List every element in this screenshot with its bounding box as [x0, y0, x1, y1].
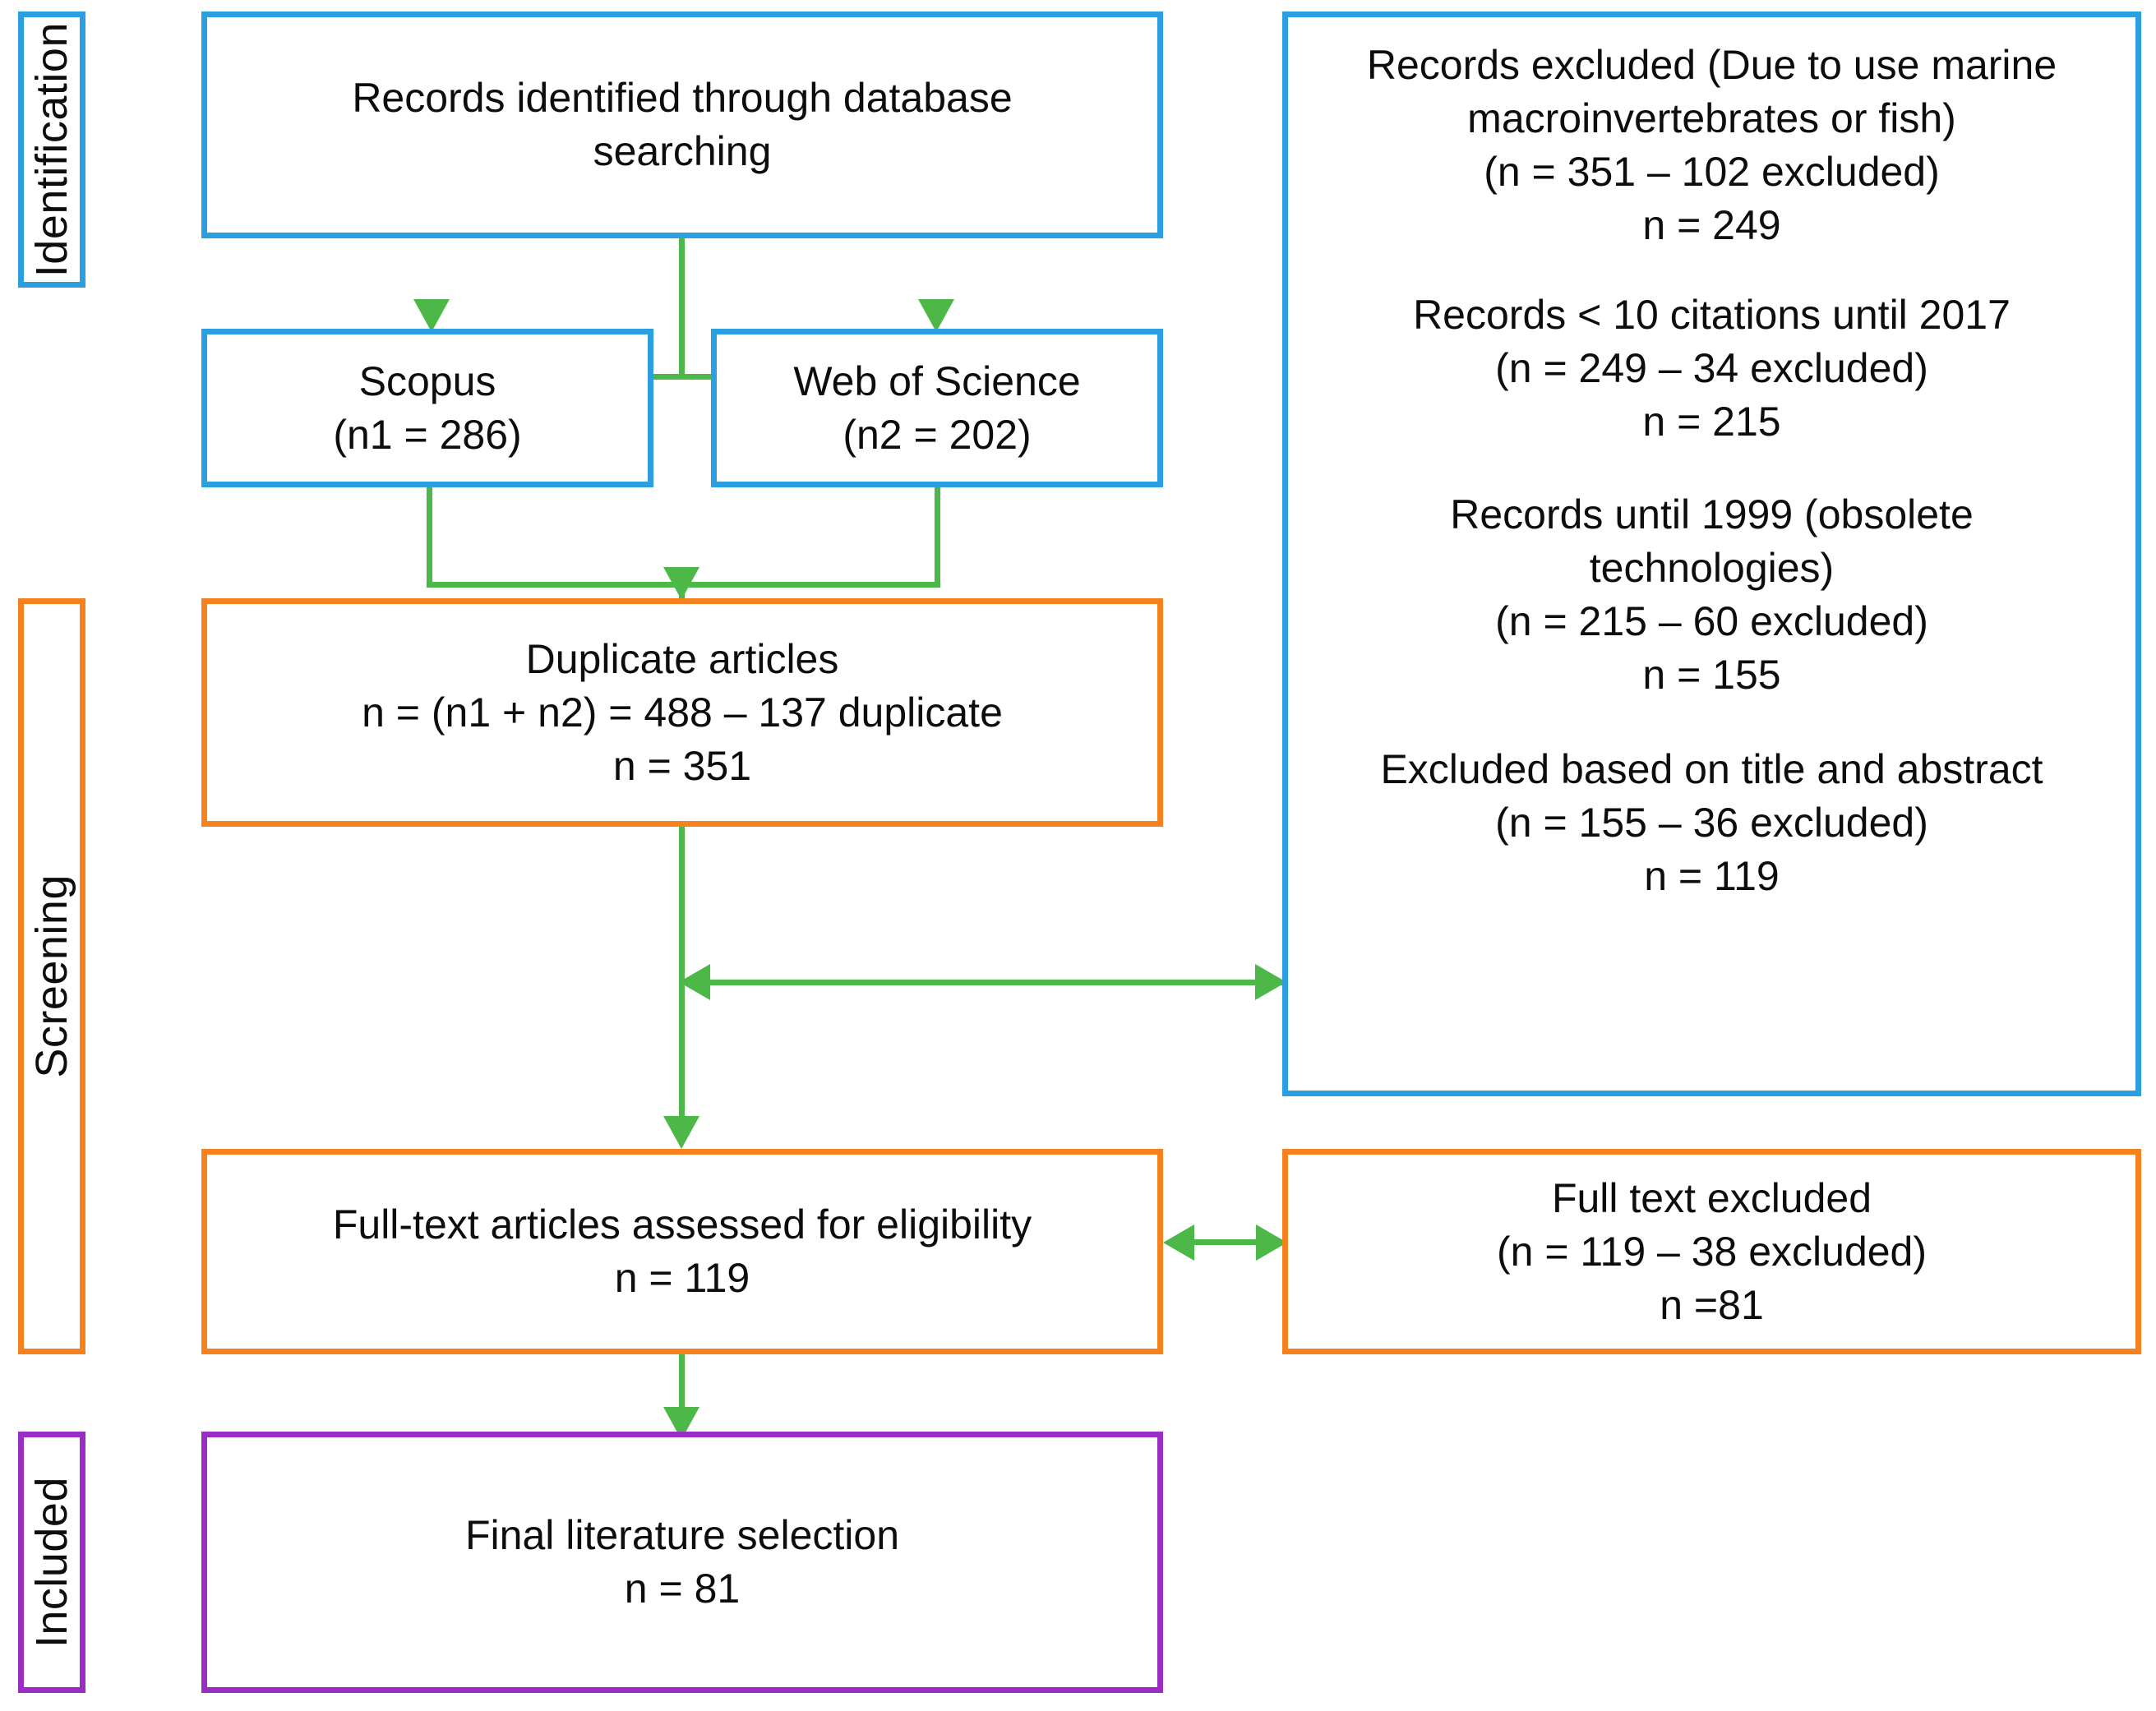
stage-band-screening: Screening [18, 598, 85, 1354]
node-full-text-excluded: Full text excluded (n = 119 – 38 exclude… [1282, 1149, 2141, 1354]
arrow-right-to-full-text-excluded [1256, 1224, 1287, 1261]
excluded-block-obsolete: Records until 1999 (obsolete technologie… [1450, 488, 1974, 702]
node-records-identified: Records identified through database sear… [201, 12, 1163, 238]
arrow-right-to-excluded-panel [1255, 964, 1286, 1000]
excluded-block-title-abstract: Excluded based on title and abstract (n … [1380, 743, 2043, 903]
records-identified-line-1: Records identified through database [352, 75, 1013, 121]
excluded-citations-line-3: n = 215 [1642, 399, 1781, 445]
full-text-excluded-line-1: Full text excluded [1551, 1174, 1872, 1221]
excluded-block-citations: Records < 10 citations until 2017 (n = 2… [1413, 288, 2011, 449]
connector-screening-excluded-shaft [703, 980, 1286, 985]
arrow-left-to-full-text-assessed [1163, 1224, 1194, 1261]
scopus-line-2: (n1 = 286) [333, 411, 522, 458]
excluded-marine-line-3: (n = 351 – 102 excluded) [1484, 149, 1940, 195]
duplicate-articles-line-2: n = (n1 + n2) = 488 – 137 duplicate [362, 689, 1003, 736]
final-selection-line-2: n = 81 [624, 1566, 741, 1612]
node-records-excluded-panel: Records excluded (Due to use marine macr… [1282, 12, 2141, 1096]
excluded-obsolete-line-4: n = 155 [1642, 652, 1781, 698]
stage-band-included: Included [18, 1432, 85, 1693]
excluded-title-abstract-line-1: Excluded based on title and abstract [1380, 746, 2043, 792]
excluded-citations-line-1: Records < 10 citations until 2017 [1413, 292, 2011, 338]
excluded-block-marine: Records excluded (Due to use marine macr… [1367, 39, 2057, 252]
node-final-selection: Final literature selection n = 81 [201, 1432, 1163, 1693]
stage-band-identification: Identification [18, 12, 85, 288]
connector-split-stem [679, 238, 685, 332]
full-text-assessed-line-2: n = 119 [614, 1255, 750, 1301]
final-selection-line-1: Final literature selection [464, 1512, 900, 1558]
arrow-left-screening [679, 964, 710, 1000]
node-duplicate-articles: Duplicate articles n = (n1 + n2) = 488 –… [201, 598, 1163, 827]
arrow-down-to-duplicates [663, 567, 699, 600]
stage-label-identification: Identification [27, 21, 76, 278]
excluded-marine-line-4: n = 249 [1642, 202, 1781, 248]
scopus-line-1: Scopus [358, 357, 496, 404]
web-of-science-line-2: (n2 = 202) [843, 411, 1032, 458]
full-text-assessed-line-1: Full-text articles assessed for eligibil… [332, 1201, 1032, 1248]
full-text-excluded-line-2: (n = 119 – 38 excluded) [1496, 1228, 1927, 1275]
stage-label-included: Included [27, 1476, 76, 1649]
connector-merge-left-stem [427, 487, 432, 588]
excluded-title-abstract-line-3: n = 119 [1644, 853, 1780, 899]
node-full-text-assessed: Full-text articles assessed for eligibil… [201, 1149, 1163, 1354]
excluded-obsolete-line-3: (n = 215 – 60 excluded) [1495, 598, 1928, 644]
stage-label-screening: Screening [27, 874, 76, 1078]
excluded-marine-line-2: macroinvertebrates or fish) [1467, 95, 1956, 141]
excluded-title-abstract-line-2: (n = 155 – 36 excluded) [1495, 800, 1928, 846]
records-identified-line-2: searching [593, 128, 772, 174]
node-web-of-science: Web of Science (n2 = 202) [711, 329, 1163, 487]
web-of-science-line-1: Web of Science [793, 357, 1081, 404]
arrow-down-to-web-of-science [918, 299, 954, 332]
connector-split-bar [429, 374, 939, 380]
arrow-down-to-fulltext [663, 1116, 699, 1149]
connector-merge-right-stem [935, 487, 940, 588]
excluded-obsolete-line-2: technologies) [1589, 545, 1835, 591]
excluded-marine-line-1: Records excluded (Due to use marine [1366, 42, 2057, 88]
connector-split-stem-join [679, 327, 685, 376]
excluded-citations-line-2: (n = 249 – 34 excluded) [1495, 345, 1928, 391]
node-scopus: Scopus (n1 = 286) [201, 329, 653, 487]
arrow-down-to-scopus [413, 299, 450, 332]
duplicate-articles-line-1: Duplicate articles [525, 635, 839, 682]
excluded-obsolete-line-1: Records until 1999 (obsolete [1450, 491, 1974, 537]
full-text-excluded-line-3: n =81 [1660, 1281, 1764, 1328]
connector-fulltext-to-final [679, 1354, 685, 1437]
connector-fulltext-excluded-shaft [1184, 1239, 1274, 1245]
duplicate-articles-line-3: n = 351 [612, 742, 752, 789]
